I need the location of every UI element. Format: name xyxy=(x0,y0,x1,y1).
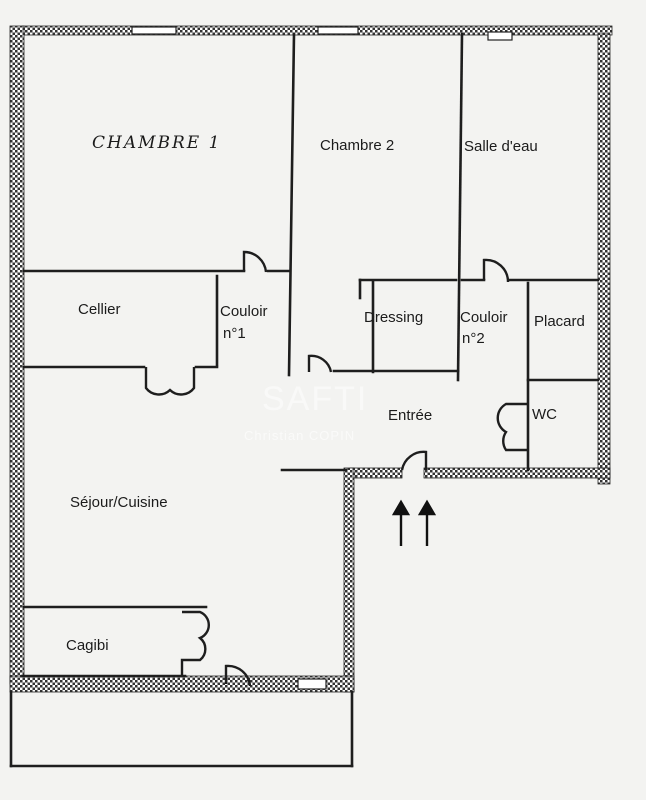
label-chambre2: Chambre 2 xyxy=(320,137,394,154)
door-cellier xyxy=(144,367,196,396)
door-cagibi xyxy=(180,610,210,676)
watermark: SAFTI Christian COPIN xyxy=(244,380,368,443)
entry-wall-left xyxy=(349,467,403,479)
entry-wall-right xyxy=(423,467,611,479)
door-wc xyxy=(496,402,528,452)
arrow-head-right-icon xyxy=(417,499,437,516)
watermark-agent: Christian COPIN xyxy=(244,428,355,443)
label-chambre1: CHAMBRE 1 xyxy=(92,133,221,153)
entrance-arrows xyxy=(391,499,437,546)
label-salle-eau: Salle d'eau xyxy=(464,138,538,155)
inner-step-wall xyxy=(343,467,355,693)
label-couloir2-line1: Couloir xyxy=(460,309,508,326)
room-labels: CHAMBRE 1 Chambre 2 Salle d'eau Cellier … xyxy=(66,133,585,654)
east-wall xyxy=(597,33,611,485)
label-sejour: Séjour/Cuisine xyxy=(70,494,168,511)
watermark-brand: SAFTI xyxy=(262,380,368,418)
label-couloir1-line2: n°1 xyxy=(223,325,246,342)
label-wc: WC xyxy=(532,406,557,423)
window-salle-eau xyxy=(487,31,513,41)
door-chambre1 xyxy=(242,250,268,273)
label-cagibi: Cagibi xyxy=(66,637,109,654)
interior-walls xyxy=(9,32,600,768)
windows xyxy=(131,26,513,690)
doors xyxy=(144,250,528,687)
window-south xyxy=(297,678,327,690)
window-chambre2 xyxy=(317,26,359,35)
door-salle-eau xyxy=(482,258,510,283)
label-dressing: Dressing xyxy=(364,309,423,326)
exterior-walls xyxy=(9,25,613,693)
label-entree: Entrée xyxy=(388,407,432,424)
window-chambre1 xyxy=(131,26,177,35)
door-chambre2 xyxy=(307,354,333,373)
door-sejour-south xyxy=(224,664,252,687)
label-couloir1-line1: Couloir xyxy=(220,303,268,320)
door-entree xyxy=(400,450,428,471)
label-cellier: Cellier xyxy=(78,301,121,318)
label-couloir2-line2: n°2 xyxy=(462,330,485,347)
west-wall xyxy=(9,25,25,685)
north-wall xyxy=(21,25,613,36)
arrow-head-left-icon xyxy=(391,499,411,516)
label-placard: Placard xyxy=(534,313,585,330)
